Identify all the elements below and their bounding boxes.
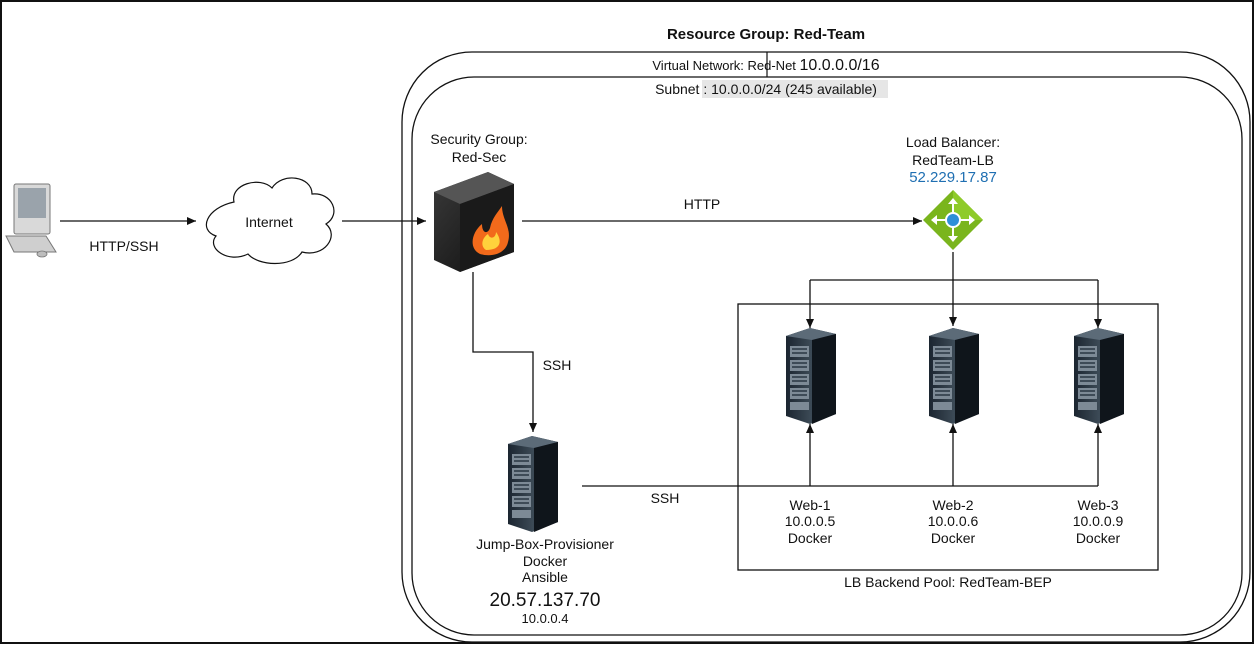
subnet-highlight [702, 80, 888, 98]
backend-pool-box [737, 303, 1159, 571]
cloud-icon [205, 177, 335, 264]
load-balancer-label: Load Balancer: [906, 134, 1000, 150]
vnet-label: Virtual Network: Red-Net 10.0.0.0/16 [652, 57, 879, 74]
server-icon[interactable] [786, 328, 836, 424]
jumpbox-private-ip: 10.0.0.4 [522, 611, 569, 626]
server-icon[interactable] [929, 328, 979, 424]
server-icon[interactable] [1074, 328, 1124, 424]
jumpbox-public-ip: 20.57.137.70 [490, 590, 601, 611]
security-group-label: Security Group: [430, 131, 527, 147]
web2-role: Docker [931, 530, 976, 546]
backend-pool-label: LB Backend Pool: RedTeam-BEP [844, 574, 1052, 590]
subnet-container [411, 76, 1243, 636]
web1-role: Docker [788, 530, 833, 546]
web3-name: Web-3 [1078, 497, 1119, 513]
web2-name: Web-2 [933, 497, 974, 513]
firewall-icon[interactable] [434, 172, 514, 272]
load-balancer-icon[interactable] [923, 190, 983, 250]
http-label: HTTP [684, 196, 721, 212]
security-group-name: Red-Sec [452, 149, 506, 165]
ssh-label-2: SSH [651, 490, 680, 506]
jumpbox-docker: Docker [523, 553, 568, 569]
ssh-label-1: SSH [543, 357, 572, 373]
load-balancer-name: RedTeam-LB [912, 152, 994, 168]
subnet-label: Subnet : 10.0.0.0/24 (245 available) [655, 81, 877, 97]
web3-ip: 10.0.0.9 [1073, 513, 1124, 529]
jumpbox-name: Jump-Box-Provisioner [476, 536, 614, 552]
computer-icon[interactable] [5, 183, 57, 258]
internet-label: Internet [245, 214, 293, 230]
resource-group-title: Resource Group: Red-Team [667, 26, 865, 43]
jumpbox-ansible: Ansible [522, 569, 568, 585]
vnet-container [401, 51, 1251, 643]
web1-ip: 10.0.0.5 [785, 513, 836, 529]
load-balancer-ip: 52.229.17.87 [909, 169, 997, 186]
client-link-label: HTTP/SSH [89, 238, 158, 254]
web2-ip: 10.0.0.6 [928, 513, 979, 529]
firewall-jumpbox-link [472, 272, 537, 432]
web1-name: Web-1 [790, 497, 831, 513]
web3-role: Docker [1076, 530, 1121, 546]
server-icon[interactable] [508, 436, 558, 532]
